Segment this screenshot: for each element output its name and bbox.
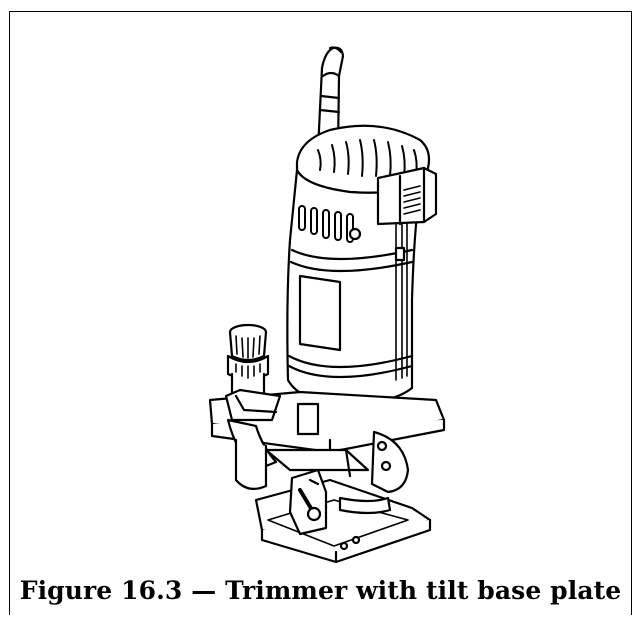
power-switch	[378, 168, 436, 260]
tilt-bracket	[236, 432, 408, 492]
tilt-base-plate	[256, 470, 430, 562]
figure-frame	[9, 11, 632, 615]
figure-caption: Figure 16.3 — Trimmer with tilt base pla…	[19, 576, 622, 605]
power-cord	[318, 48, 343, 151]
motor-housing-body	[287, 170, 428, 404]
base-collar	[210, 390, 444, 470]
